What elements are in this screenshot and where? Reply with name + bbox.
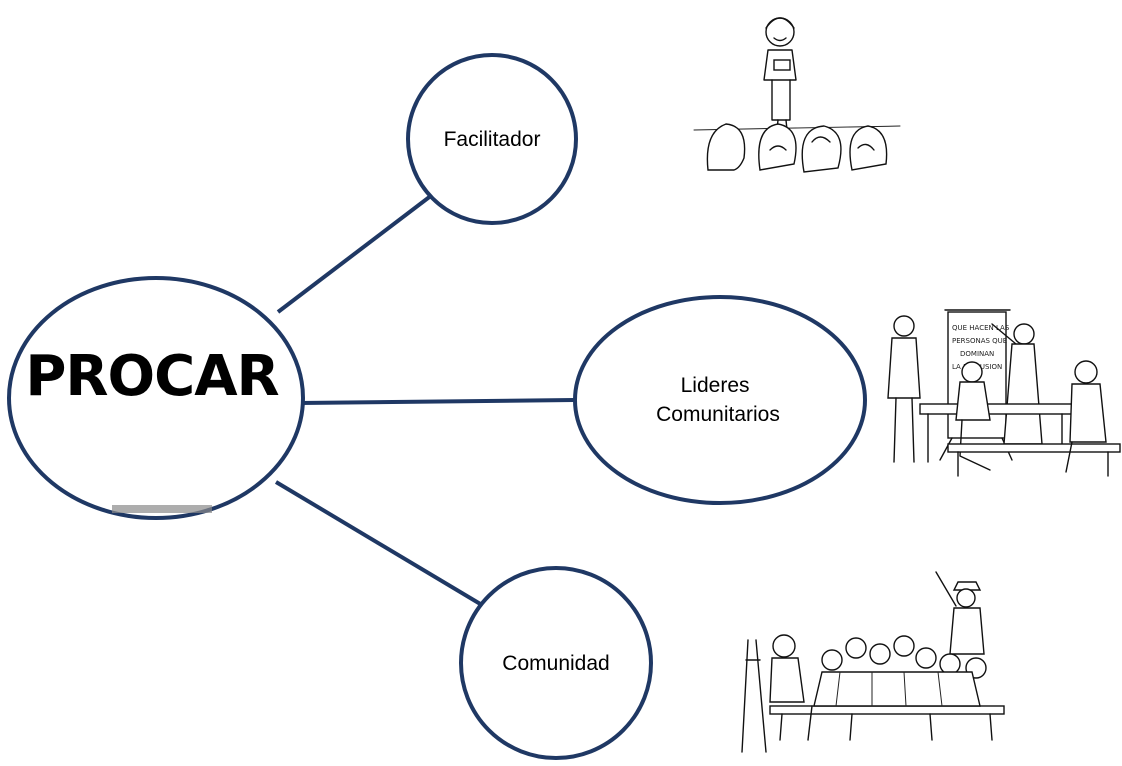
poster-line-2: PERSONAS QUE <box>952 337 1007 345</box>
node-facilitador-shape <box>406 53 578 225</box>
connector-facilitador <box>276 193 434 314</box>
node-lideres-comunitarios: Lideres Comunitarios <box>573 295 867 505</box>
center-node-label: PROCAR <box>25 344 278 409</box>
poster-line-1: QUE HACEN LAS <box>952 324 1010 332</box>
node-lideres-label-line-2: Comunitarios <box>656 403 780 426</box>
poster-line-3: DOMINAN <box>960 350 994 358</box>
facilitator-illustration <box>693 17 901 173</box>
node-comunidad-label-line: Comunidad <box>502 652 609 675</box>
center-node-shape <box>7 276 305 520</box>
community-illustration <box>741 571 1005 753</box>
node-comunidad: Comunidad <box>459 566 653 760</box>
node-lideres-shape <box>573 295 867 505</box>
leaders-illustration: QUE HACEN LAS PERSONAS QUE DOMINAN LA DI… <box>887 309 1121 477</box>
node-facilitador-label-line: Facilitador <box>444 128 541 151</box>
center-node-shadow <box>112 505 212 513</box>
node-comunidad-label: Comunidad <box>502 652 609 675</box>
node-lideres-label: Lideres Comunitarios <box>656 374 780 426</box>
node-facilitador: Facilitador <box>406 53 578 225</box>
node-lideres-label-line-1: Lideres <box>681 374 750 397</box>
center-node: PROCAR <box>7 276 305 520</box>
connector-comunidad <box>274 480 484 607</box>
connector-lideres <box>299 398 575 405</box>
node-comunidad-shape <box>459 566 653 760</box>
node-facilitador-label: Facilitador <box>444 128 541 151</box>
